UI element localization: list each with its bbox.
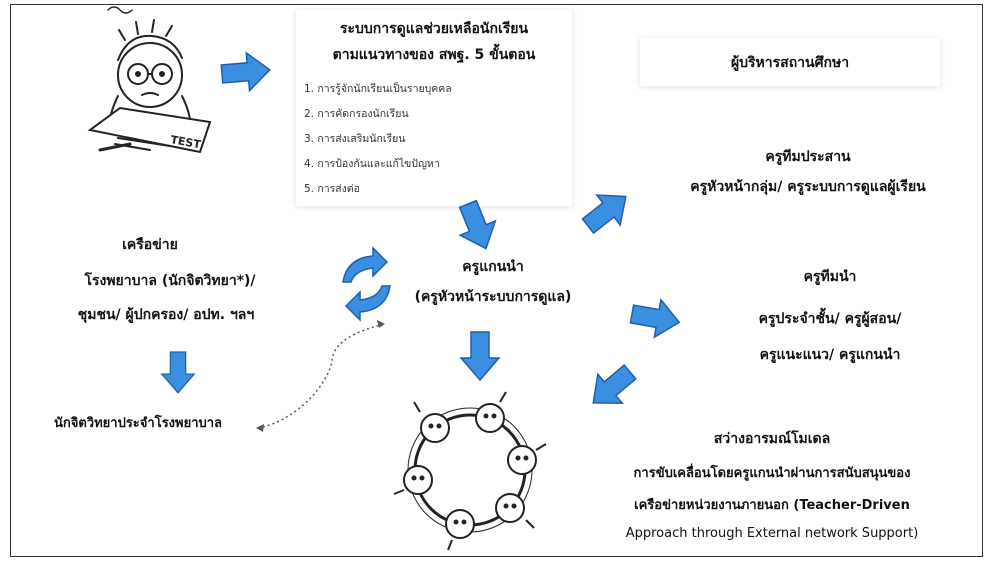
connector-head-left [256, 424, 264, 432]
arrow-network-to-psych [161, 351, 195, 394]
system-step: 3. การส่งเสริมนักเรียน [304, 133, 406, 145]
lead-team-title: ครูทีมนำ [803, 269, 857, 285]
core-teacher-subtitle: (ครูหัวหน้าระบบการดูแล) [414, 289, 572, 305]
system-step: 4. การป้องกันและแก้ไขปัญหา [304, 158, 440, 170]
arrow-core-to-lead [627, 294, 684, 342]
test-paper-text: TEST [169, 133, 202, 151]
network-line2: โรงพยาบาล (นักจิตวิทยา*)/ [84, 273, 256, 289]
system-step: 5. การส่งต่อ [304, 183, 360, 195]
lead-team-line3: ครูแนะแนว/ ครูแกนนำ [759, 347, 901, 363]
system-title-line1: ระบบการดูแลช่วยเหลือนักเรียน [339, 21, 529, 37]
model-line3: เครือข่ายหน่วยงานภายนอก (Teacher-Driven [634, 498, 910, 513]
psychologist-label: นักจิตวิทยาประจำโรงพยาบาล [53, 416, 223, 431]
system-title-line2: ตามแนวทางของ สพฐ. 5 ขั้นตอน [332, 47, 536, 63]
arrow-core-to-coord [575, 180, 639, 242]
model-title: สว่างอารมณ์โมเดล [713, 431, 831, 447]
system-step: 2. การคัดกรองนักเรียน [304, 108, 409, 120]
coord-team-members: ครูหัวหน้ากลุ่ม/ ครูระบบการดูแลผู้เรียน [690, 179, 926, 195]
children-circle-illustration [393, 391, 547, 551]
dotted-connector [257, 323, 386, 429]
network-title: เครือข่าย [122, 237, 178, 253]
sync-cycle-icon [342, 246, 391, 322]
system-step: 1. การรู้จักนักเรียนเป็นรายบุคคล [304, 83, 452, 95]
arrow-system-to-core [449, 196, 505, 257]
arrow-lead-to-students [580, 356, 643, 419]
admin-label: ผู้บริหารสถานศึกษา [730, 55, 850, 71]
connector-head-right [377, 320, 385, 328]
network-line3: ชุมชน/ ผู้ปกครอง/ อปท. ฯลฯ [77, 307, 255, 323]
model-line2: การขับเคลื่อนโดยครูแกนนำผ่านการสนับสนุนข… [633, 466, 911, 481]
model-line4: Approach through External network Suppor… [625, 526, 919, 541]
arrow-student-to-system [219, 50, 273, 94]
admin-box [640, 38, 940, 86]
coord-team-title: ครูทีมประสาน [765, 149, 851, 165]
lead-team-line2: ครูประจำชั้น/ ครูผู้สอน/ [758, 311, 902, 327]
stressed-student-illustration [87, 6, 212, 154]
system-box [296, 10, 572, 206]
diagram-frame [10, 4, 983, 557]
core-teacher-title: ครูแกนนำ [462, 259, 524, 275]
arrow-core-to-students [460, 331, 500, 381]
